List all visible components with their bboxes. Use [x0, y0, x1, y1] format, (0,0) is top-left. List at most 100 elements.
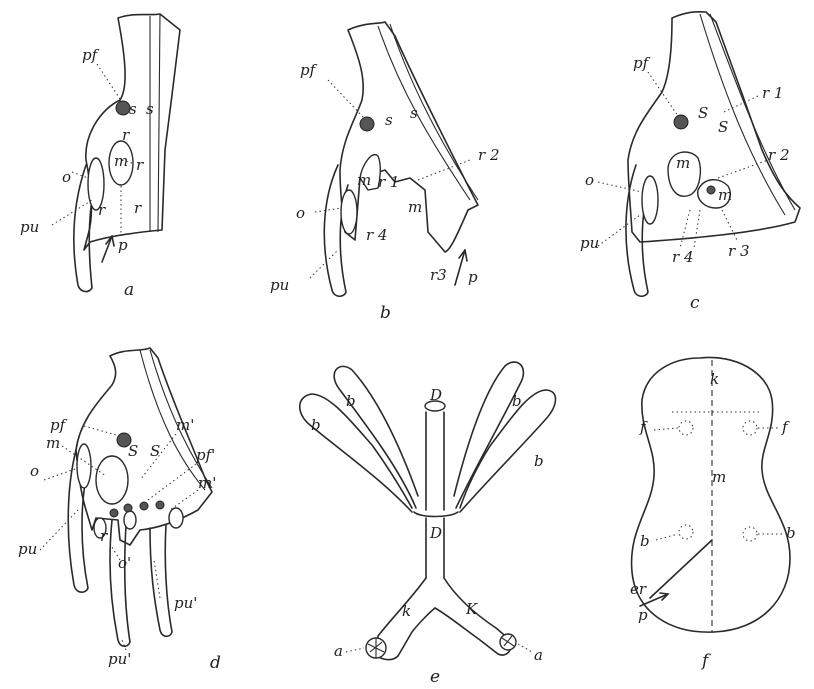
label-b: b [512, 392, 522, 410]
caption-b: b [380, 303, 391, 323]
label-o-prime: o' [118, 554, 131, 572]
label-D: D [429, 386, 442, 404]
label-S: S [128, 442, 138, 460]
label-pf: pf [633, 54, 651, 72]
caption-f: f [700, 651, 711, 671]
label-b: b [786, 524, 796, 542]
label-r3: r 3 [728, 242, 749, 260]
label-r2: r 2 [478, 146, 499, 164]
label-b: b [311, 416, 321, 434]
label-pf: pf [50, 416, 68, 434]
label-pu: pu [18, 540, 37, 558]
label-m: m [676, 154, 690, 172]
label-pu: pu [270, 276, 289, 294]
label-o: o [585, 171, 594, 189]
fig-b-foramen-o [341, 190, 357, 234]
label-r4: r 4 [366, 226, 387, 244]
label-D: D [429, 524, 442, 542]
label-m-prime: m' [198, 474, 216, 492]
label-pu-prime: pu' [174, 594, 197, 612]
label-k: k [710, 370, 719, 388]
figure-b: pf s s r 2 m r 1 m o r 4 pu r3 p b [270, 22, 499, 323]
label-pf: pf [300, 61, 318, 79]
label-pu: pu [580, 234, 599, 252]
label-r: r [98, 201, 106, 219]
fig-c-foramen-o [642, 176, 658, 224]
fig-b-outline [340, 22, 478, 252]
fig-d-foramen-m1 [169, 508, 183, 528]
label-r2: r 2 [768, 146, 789, 164]
label-m: m [114, 152, 128, 170]
label-p: p [468, 268, 478, 286]
label-pu: pu [20, 218, 39, 236]
label-s: s [385, 111, 393, 129]
label-r: r [134, 199, 142, 217]
label-r1: r 1 [378, 173, 399, 191]
fig-f-foramen-left [679, 421, 693, 435]
figure-c: pf S S r 1 r 2 m m o pu r 4 r 3 c [580, 12, 800, 313]
fig-d-small-hole-4 [156, 501, 164, 509]
fig-a-pf-hole [116, 101, 130, 115]
figure-a: pf s s r m r o r r pu p a [20, 14, 180, 300]
fig-f-b-left [679, 525, 693, 539]
figure-e: b b b b D D k K a a e [300, 362, 556, 687]
label-f: f [781, 418, 790, 436]
fig-d-foramen-o1b [124, 511, 136, 529]
fig-b-pf-hole [360, 117, 374, 131]
label-r1: r 1 [762, 84, 783, 102]
fig-d-outline [76, 348, 212, 545]
label-s: s [410, 104, 418, 122]
fig-f-foramen-right [743, 421, 757, 435]
label-pu-prime: pu' [108, 650, 131, 668]
label-a: a [534, 646, 543, 664]
fig-d-foramen-m [96, 456, 128, 504]
fig-d-small-hole-1 [110, 509, 118, 517]
fig-d-foramen-o [77, 444, 91, 488]
label-m-prime: m' [176, 416, 194, 434]
label-a: a [334, 642, 343, 660]
label-b: b [534, 452, 544, 470]
fig-d-small-hole-3 [140, 502, 148, 510]
label-pf: pf [82, 46, 100, 64]
label-r: r [100, 527, 108, 545]
label-o: o [62, 168, 71, 186]
fig-c-small-hole [707, 186, 715, 194]
label-m: m [712, 468, 726, 486]
label-b: b [640, 532, 650, 550]
label-o: o [30, 462, 39, 480]
label-p: p [118, 236, 128, 254]
caption-a: a [124, 280, 134, 300]
label-m: m [46, 434, 60, 452]
label-S: S [718, 118, 728, 136]
fig-e-junction [414, 512, 458, 517]
label-S: S [698, 104, 708, 122]
label-S: S [150, 442, 160, 460]
label-p: p [638, 606, 648, 624]
label-r: r [136, 156, 144, 174]
label-m: m [718, 186, 732, 204]
caption-d: d [210, 653, 221, 673]
fig-f-b-right [743, 527, 757, 541]
fig-f-er-stroke [650, 540, 712, 598]
caption-c: c [690, 293, 700, 313]
label-pf-prime: pf' [196, 446, 215, 464]
label-r3: r3 [430, 266, 447, 284]
figure-f: k f f m b b er p f [630, 357, 796, 671]
label-m: m [357, 171, 371, 189]
label-er: er [630, 580, 647, 598]
label-o: o [296, 204, 305, 222]
fig-d-small-hole-2 [124, 504, 132, 512]
fig-e-duct-top [426, 412, 444, 510]
label-r4: r 4 [672, 248, 693, 266]
label-b: b [346, 392, 356, 410]
caption-e: e [430, 667, 440, 687]
fig-d-pubic-rod-right [150, 525, 172, 636]
label-r: r [122, 126, 130, 144]
fig-f-outline [632, 357, 790, 632]
label-k: k [402, 602, 411, 620]
label-s: s [129, 100, 137, 118]
figure-d: pf m S S m' pf' m' o pu r o' pu' pu' d [18, 348, 221, 673]
fig-e-inner-branch-right [454, 362, 523, 508]
fig-e-inner-branch-left [334, 366, 418, 508]
